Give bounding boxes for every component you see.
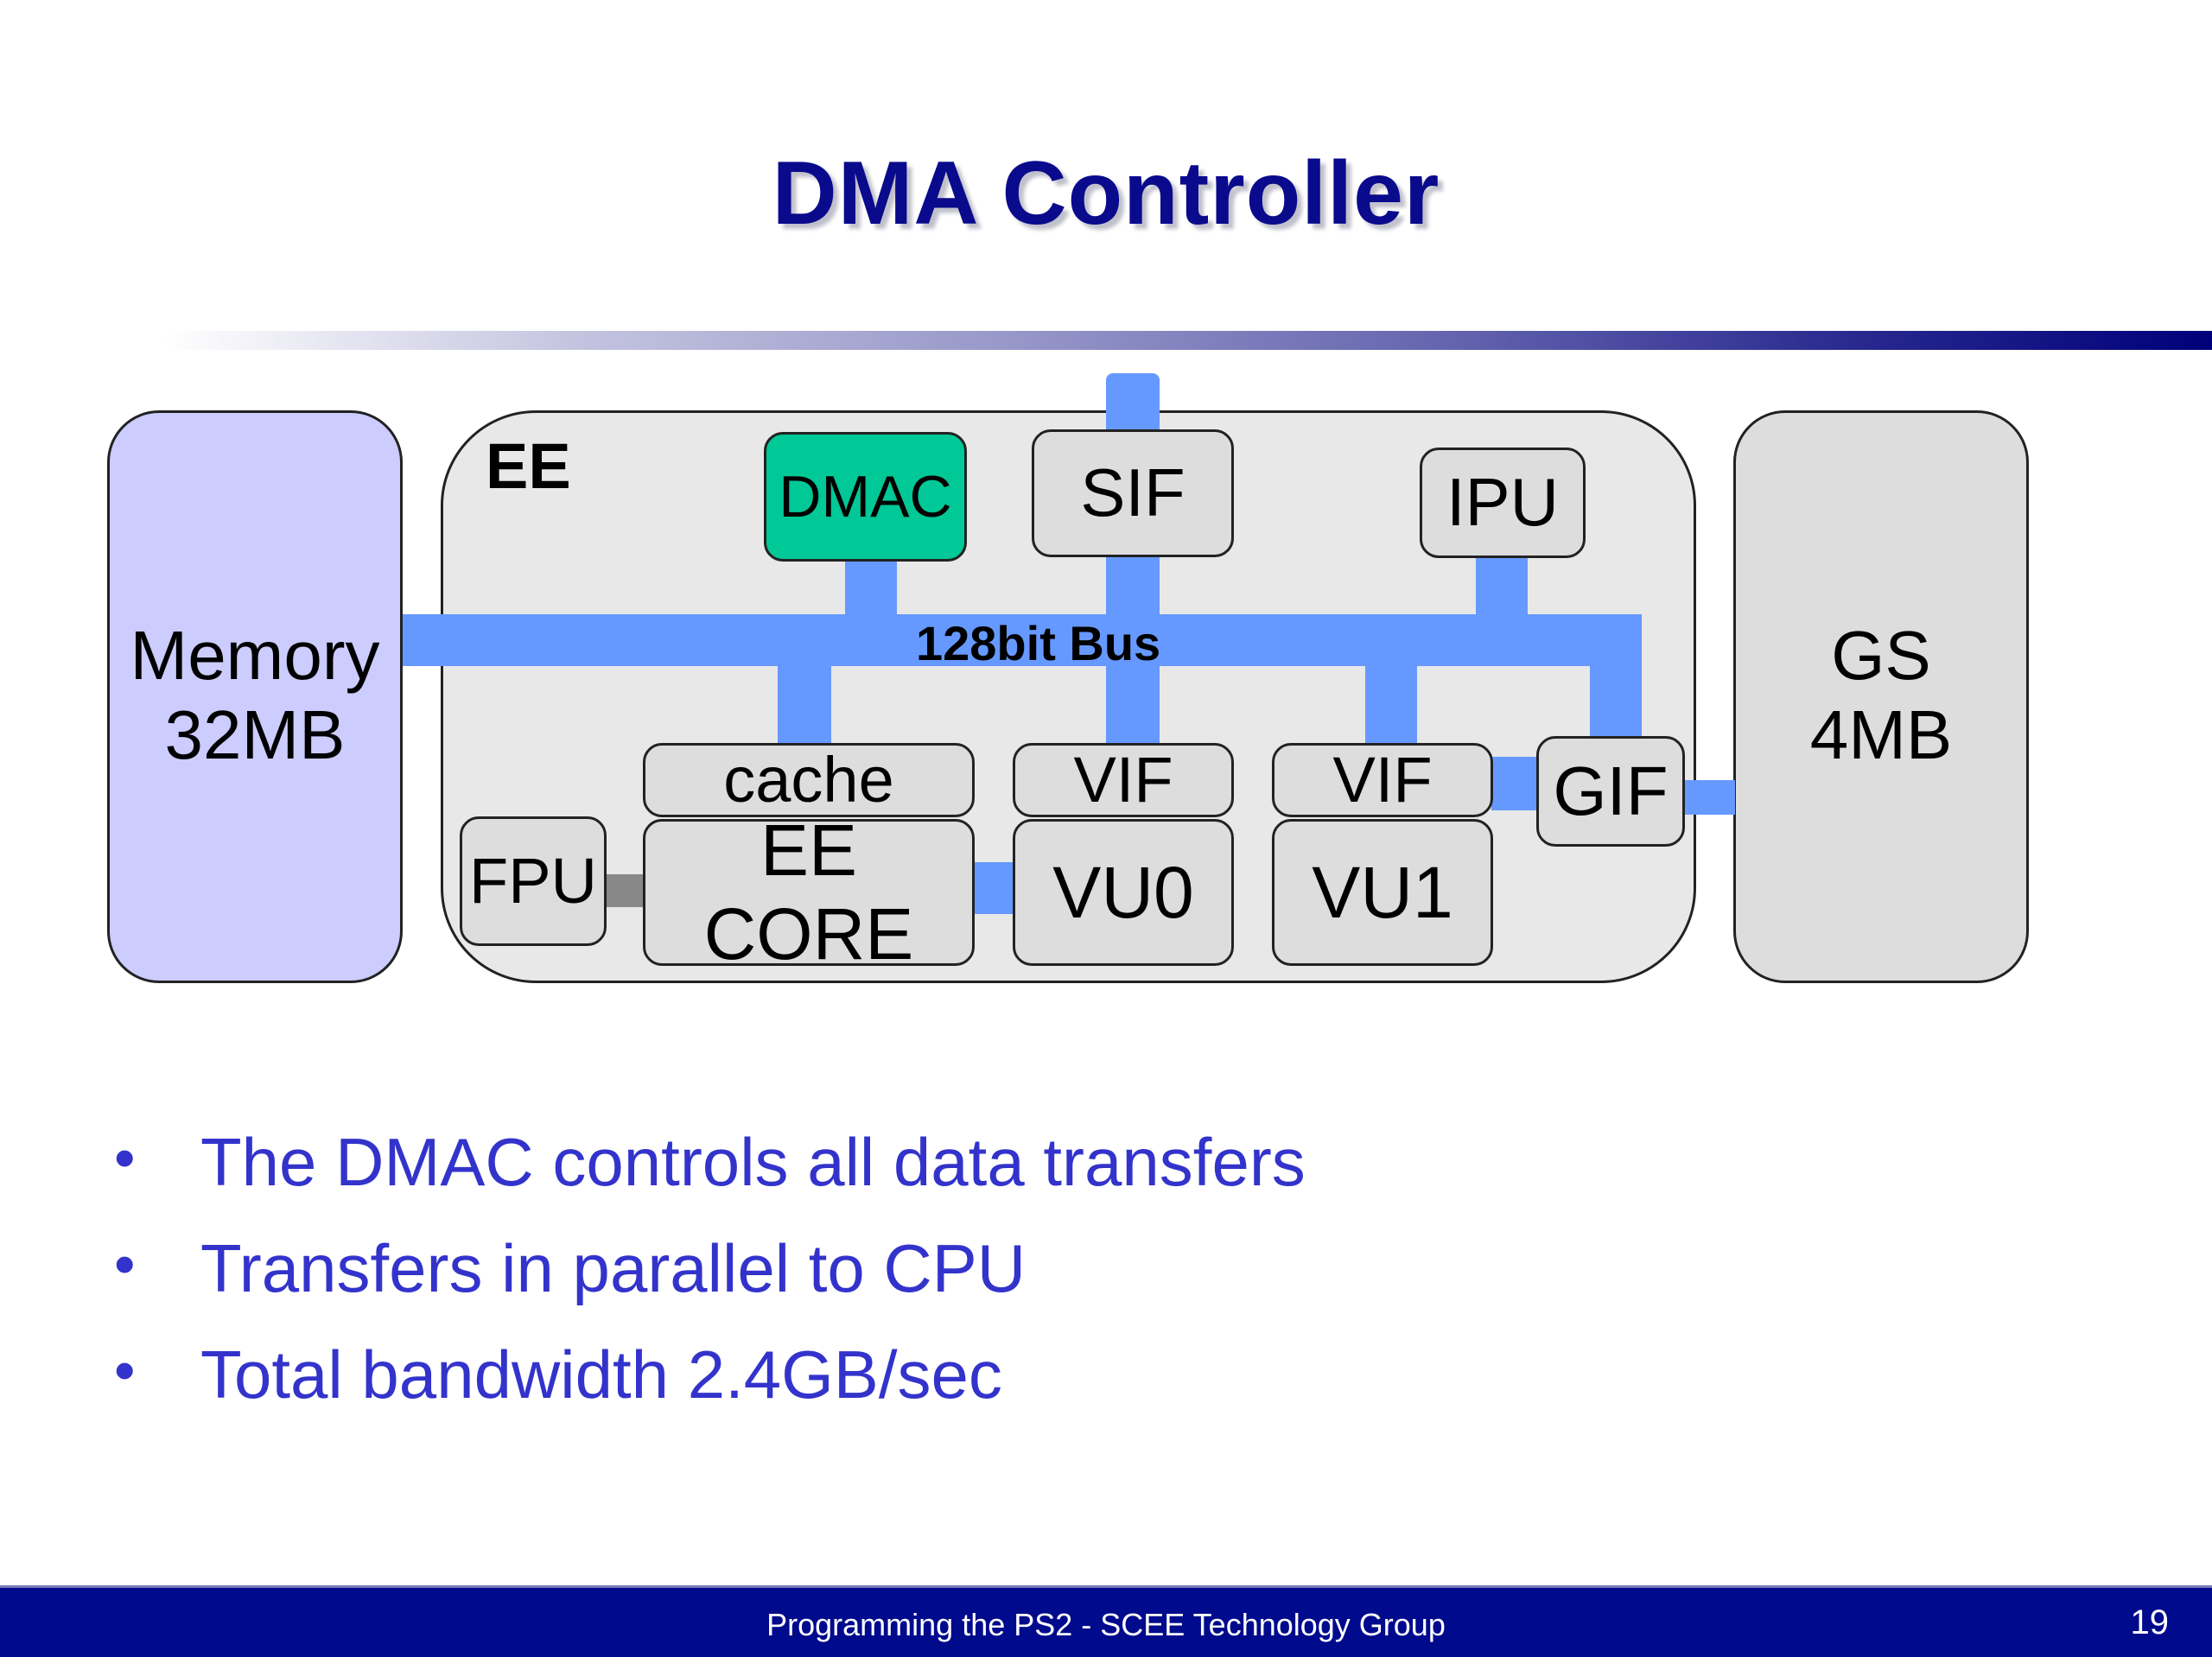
- fpu-unit: FPU: [460, 816, 607, 946]
- fpu-eecore-link: [605, 874, 645, 907]
- footer-text: Programming the PS2 - SCEE Technology Gr…: [766, 1607, 1446, 1642]
- bus-label: 128bit Bus: [916, 616, 1161, 670]
- bullet-item: • The DMAC controls all data transfers: [0, 1123, 1728, 1218]
- page-number: 19: [2130, 1603, 2170, 1641]
- memory-label: Memory: [130, 617, 380, 694]
- memory-block: Memory 32MB: [107, 410, 403, 983]
- title-gradient-rule: [164, 331, 2212, 350]
- bus-vif1-drop: [1365, 665, 1417, 745]
- slide-title: DMA Controller: [772, 143, 1440, 244]
- vif0-unit: VIF: [1013, 743, 1234, 817]
- bullet-icon: •: [114, 1336, 136, 1404]
- ipu-unit: IPU: [1420, 448, 1586, 558]
- ee-core-unit: EE CORE: [643, 809, 975, 975]
- bus-vif0-drop: [1106, 665, 1160, 745]
- bullet-item: • Transfers in parallel to CPU: [0, 1229, 1728, 1324]
- bullet-icon: •: [114, 1230, 136, 1298]
- gif-unit: GIF: [1536, 736, 1685, 847]
- bullet-text: Total bandwidth 2.4GB/sec: [200, 1336, 1002, 1413]
- bus-sif-stem: [1106, 556, 1160, 616]
- bus-cache-drop: [778, 665, 831, 745]
- cache-unit: cache: [643, 743, 975, 817]
- bullet-item: • Total bandwidth 2.4GB/sec: [0, 1336, 1728, 1431]
- dmac-unit: DMAC: [764, 432, 967, 562]
- bus-dmac-stem: [845, 560, 897, 615]
- bullet-text: The DMAC controls all data transfers: [200, 1124, 1306, 1200]
- ee-label: EE: [486, 430, 571, 502]
- vu0-unit: VU0: [1013, 819, 1234, 966]
- sif-unit: SIF: [1032, 429, 1234, 557]
- vif1-gif-link: [1491, 757, 1538, 810]
- vif1-unit: VIF: [1272, 743, 1493, 817]
- gif-gs-link: [1683, 780, 1735, 815]
- bus-right-vertical: [1590, 614, 1642, 740]
- gs-size: 4MB: [1809, 696, 1953, 773]
- bullet-text: Transfers in parallel to CPU: [200, 1230, 1027, 1306]
- sif-external-link: [1106, 373, 1160, 434]
- bullet-icon: •: [114, 1124, 136, 1191]
- gs-label: GS: [1831, 617, 1931, 694]
- vu1-unit: VU1: [1272, 819, 1493, 966]
- gs-block: GS 4MB: [1733, 410, 2029, 983]
- footer-bar: Programming the PS2 - SCEE Technology Gr…: [0, 1585, 2212, 1657]
- memory-size: 32MB: [164, 696, 346, 773]
- eecore-vu0-link: [973, 862, 1014, 914]
- bus-ipu-stem: [1476, 556, 1528, 615]
- bus-main-horizontal: [403, 614, 1642, 666]
